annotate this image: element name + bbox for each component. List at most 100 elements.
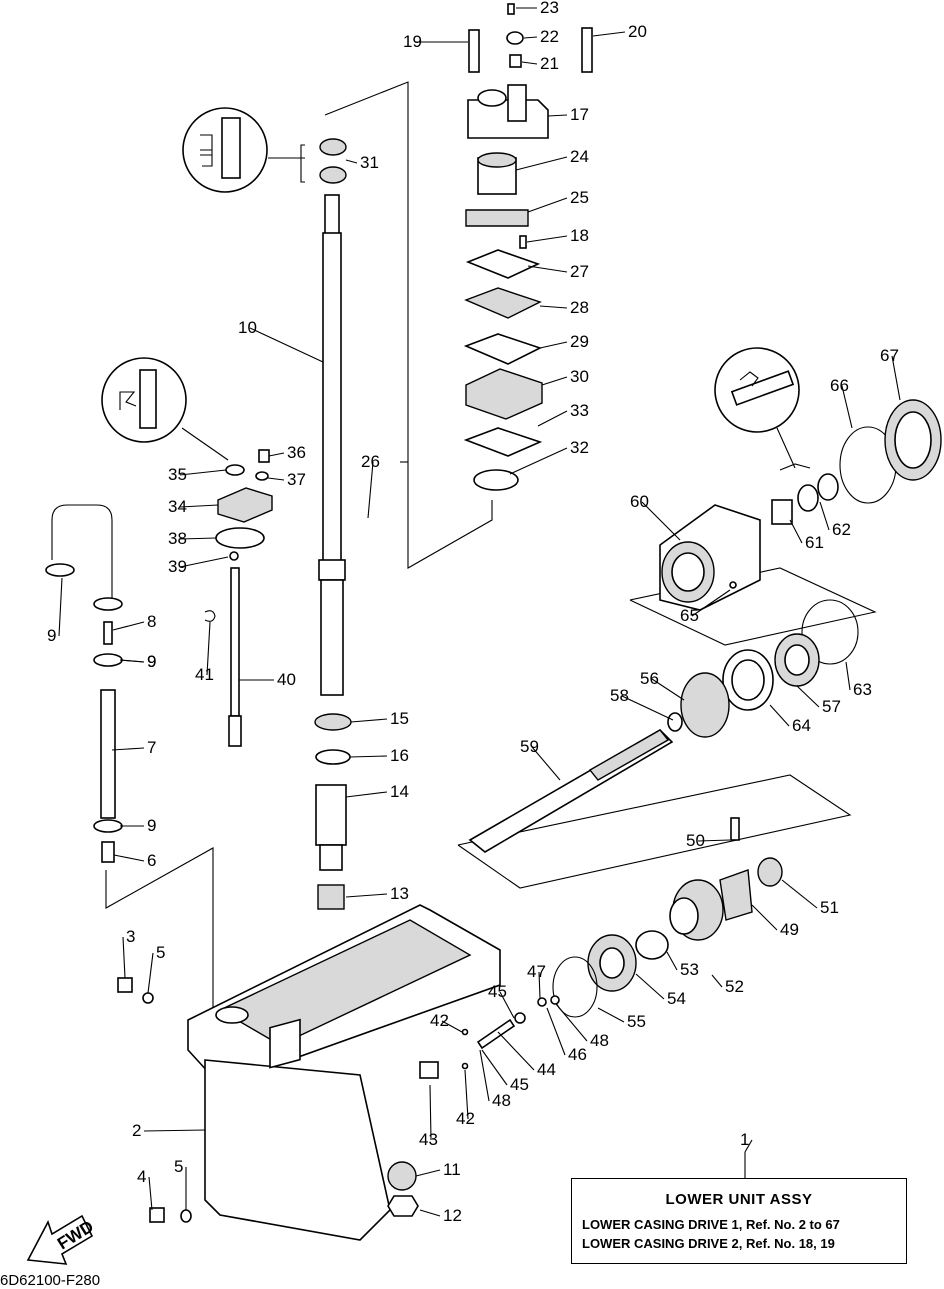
leader-12 — [419, 1209, 441, 1217]
leader-37 — [267, 477, 285, 481]
callout-37: 37 — [287, 470, 306, 489]
leader-41 — [206, 621, 211, 676]
leader-9 — [119, 659, 145, 663]
callout-22: 22 — [540, 27, 559, 46]
leader-56 — [651, 678, 685, 701]
leader-44 — [497, 1031, 535, 1071]
callout-57: 57 — [822, 697, 841, 716]
leader-27 — [527, 265, 568, 273]
leader-26 — [367, 461, 374, 519]
callout-9: 9 — [147, 652, 156, 671]
callout-11: 11 — [443, 1160, 461, 1179]
leader-65 — [691, 589, 731, 617]
callout-42: 42 — [456, 1109, 475, 1128]
callout-38: 38 — [168, 529, 187, 548]
callout-55: 55 — [627, 1012, 646, 1031]
callout-13: 13 — [390, 884, 409, 903]
callout-30: 30 — [570, 367, 589, 386]
leader-59 — [531, 746, 561, 781]
callout-21: 21 — [540, 54, 559, 73]
callout-29: 29 — [570, 332, 589, 351]
leader-22 — [523, 36, 538, 39]
leader-36 — [268, 452, 285, 457]
callout-5: 5 — [174, 1157, 183, 1176]
leader-24 — [515, 156, 568, 171]
callout-23: 23 — [540, 0, 559, 17]
callout-43: 43 — [419, 1130, 438, 1149]
legend-line-1: LOWER CASING DRIVE 1, Ref. No. 2 to 67 — [582, 1217, 840, 1232]
leader-4 — [148, 1176, 153, 1211]
leader-31 — [345, 159, 358, 164]
leader-34 — [179, 504, 219, 508]
callout-47: 47 — [527, 962, 546, 981]
legend-line-1-ref: , Ref. No. 2 to 67 — [738, 1217, 840, 1232]
leader-63 — [845, 661, 851, 691]
legend-line-2-ref: , Ref. No. 18, 19 — [738, 1236, 835, 1251]
callout-12: 12 — [443, 1206, 462, 1225]
callout-59: 59 — [520, 737, 539, 756]
callout-63: 63 — [853, 680, 872, 699]
leader-62 — [819, 501, 830, 531]
callout-27: 27 — [570, 262, 589, 281]
leader-2 — [143, 1129, 206, 1132]
leader-67 — [891, 355, 901, 401]
leader-46 — [546, 1007, 566, 1056]
callout-20: 20 — [628, 22, 647, 41]
propeller-shaft — [468, 728, 674, 853]
leader-55 — [597, 1007, 625, 1023]
callout-53: 53 — [680, 960, 699, 979]
leader-32 — [509, 447, 568, 475]
propeller-shaft-housing — [659, 399, 942, 611]
callout-33: 33 — [570, 401, 589, 420]
leader-20 — [592, 31, 626, 37]
detail-circle-left — [101, 357, 229, 461]
callout-26: 26 — [361, 452, 380, 471]
leader-9 — [58, 577, 63, 637]
leader-25 — [527, 197, 568, 213]
leader-18 — [526, 235, 568, 243]
callout-9: 9 — [147, 816, 156, 835]
callout-39: 39 — [168, 557, 187, 576]
callout-48: 48 — [590, 1031, 609, 1050]
callout-6: 6 — [147, 851, 156, 870]
callout-4: 4 — [137, 1167, 146, 1186]
water-pump-assy — [463, 3, 593, 491]
water-tube-assy — [45, 504, 123, 863]
callout-48: 48 — [492, 1091, 511, 1110]
callout-24: 24 — [570, 147, 589, 166]
leader-60 — [641, 501, 681, 541]
leader-1 — [744, 1139, 753, 1153]
callout-41: 41 — [195, 665, 214, 684]
leader-43 — [429, 1084, 432, 1141]
callout-16: 16 — [390, 746, 409, 765]
leader-7 — [111, 747, 145, 751]
callout-67: 67 — [880, 346, 899, 365]
callout-62: 62 — [832, 520, 851, 539]
callout-65: 65 — [680, 606, 699, 625]
leader-8 — [112, 621, 145, 631]
callout-2: 2 — [132, 1121, 141, 1140]
leader-53 — [666, 951, 678, 971]
legend-line-2-name: LOWER CASING DRIVE 2 — [582, 1236, 739, 1251]
legend-title: LOWER UNIT ASSY — [665, 1191, 813, 1208]
leader-16 — [349, 755, 388, 758]
leader-17 — [547, 114, 568, 117]
leader-47 — [538, 971, 541, 999]
callout-28: 28 — [570, 298, 589, 317]
callout-66: 66 — [830, 376, 849, 395]
legend-line-2: LOWER CASING DRIVE 2, Ref. No. 18, 19 — [582, 1236, 835, 1251]
callout-numbers: 1234556789999101112131415161718192021222… — [47, 0, 899, 1225]
reverse-gear-group — [461, 817, 783, 1070]
callout-54: 54 — [667, 989, 686, 1008]
leader-3 — [122, 936, 126, 979]
callout-58: 58 — [610, 686, 629, 705]
leader-21 — [521, 61, 538, 65]
forward-gear-group — [667, 599, 859, 738]
leader-lines — [58, 7, 901, 1217]
callout-15: 15 — [390, 709, 409, 728]
drawing-code: 6D62100-F280 — [0, 1272, 101, 1289]
callout-25: 25 — [570, 188, 589, 207]
leader-61 — [789, 519, 803, 544]
bushing-stack — [314, 713, 352, 910]
